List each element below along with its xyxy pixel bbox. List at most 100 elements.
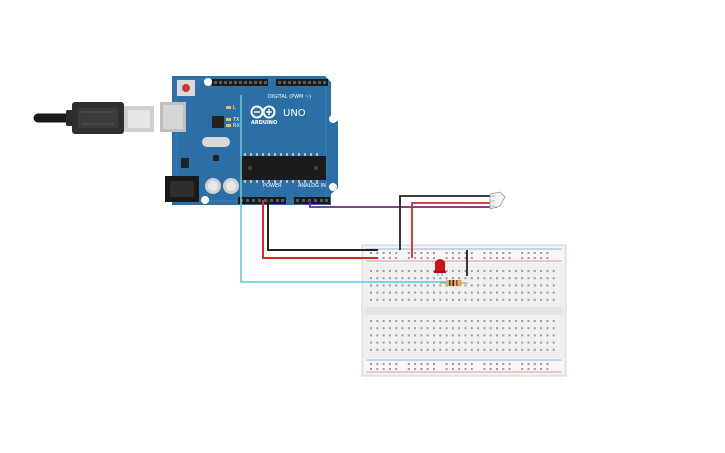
breadboard-hole[interactable] [489,327,492,330]
breadboard-hole[interactable] [533,368,536,370]
breadboard-hole[interactable] [533,257,536,259]
breadboard-hole[interactable] [407,291,410,294]
breadboard-hole[interactable] [420,320,423,322]
breadboard-hole[interactable] [426,257,429,259]
breadboard-hole[interactable] [451,277,454,280]
breadboard-hole[interactable] [483,334,486,337]
breadboard-hole[interactable] [433,320,435,322]
arduino-uno-board[interactable]: L TX RX DIGITAL (PWM ~) POWER ANALOG IN … [160,76,338,205]
breadboard-hole[interactable] [483,252,486,254]
breadboard-hole[interactable] [370,320,372,322]
breadboard-hole[interactable] [388,363,391,365]
breadboard-hole[interactable] [426,368,429,370]
breadboard-hole[interactable] [426,291,429,294]
breadboard-hole[interactable] [445,298,448,301]
breadboard-hole[interactable] [546,327,549,330]
breadboard-hole[interactable] [477,277,480,280]
breadboard-hole[interactable] [382,277,385,280]
breadboard-hole[interactable] [496,252,498,254]
breadboard-hole[interactable] [414,368,417,370]
breadboard-hole[interactable] [514,298,517,301]
breadboard-hole[interactable] [433,341,435,344]
breadboard-hole[interactable] [521,363,524,365]
breadboard-hole[interactable] [395,298,398,301]
breadboard-hole[interactable] [426,277,429,280]
breadboard-hole[interactable] [477,298,480,301]
breadboard-hole[interactable] [370,334,372,337]
breadboard-hole[interactable] [552,284,555,287]
breadboard-hole[interactable] [521,341,524,344]
breadboard-hole[interactable] [401,284,404,287]
breadboard-hole[interactable] [470,341,473,344]
breadboard-hole[interactable] [496,277,498,280]
breadboard-hole[interactable] [388,252,391,254]
breadboard-hole[interactable] [458,334,461,337]
breadboard-hole[interactable] [382,270,385,272]
breadboard-hole[interactable] [407,277,410,280]
breadboard-hole[interactable] [514,284,517,287]
breadboard-hole[interactable] [414,298,417,301]
breadboard-hole[interactable] [426,348,429,351]
breadboard-hole[interactable] [483,368,486,370]
breadboard-hole[interactable] [464,320,467,322]
breadboard-hole[interactable] [521,277,524,280]
breadboard-hole[interactable] [376,270,379,272]
breadboard-hole[interactable] [433,348,435,351]
breadboard-hole[interactable] [395,277,398,280]
breadboard-hole[interactable] [458,252,461,254]
breadboard-hole[interactable] [464,327,467,330]
breadboard-hole[interactable] [483,348,486,351]
breadboard-hole[interactable] [489,348,492,351]
breadboard-hole[interactable] [546,320,549,322]
breadboard-hole[interactable] [508,291,511,294]
breadboard-hole[interactable] [508,334,511,337]
breadboard-hole[interactable] [540,252,543,254]
breadboard-hole[interactable] [546,334,549,337]
breadboard-hole[interactable] [433,327,435,330]
breadboard-hole[interactable] [508,270,511,272]
breadboard-hole[interactable] [451,252,454,254]
breadboard-hole[interactable] [508,257,511,259]
breadboard-hole[interactable] [546,270,549,272]
breadboard-hole[interactable] [540,327,543,330]
breadboard-hole[interactable] [502,284,505,287]
breadboard-hole[interactable] [395,348,398,351]
breadboard-hole[interactable] [464,341,467,344]
breadboard-hole[interactable] [395,341,398,344]
breadboard-hole[interactable] [552,291,555,294]
breadboard-hole[interactable] [470,320,473,322]
breadboard-hole[interactable] [382,298,385,301]
breadboard-hole[interactable] [527,320,530,322]
breadboard-hole[interactable] [433,291,435,294]
breadboard-hole[interactable] [496,270,498,272]
breadboard-hole[interactable] [552,277,555,280]
breadboard-hole[interactable] [496,257,498,259]
breadboard-hole[interactable] [489,334,492,337]
breadboard-hole[interactable] [458,327,461,330]
breadboard-hole[interactable] [502,363,505,365]
breadboard-hole[interactable] [414,277,417,280]
breadboard-hole[interactable] [502,348,505,351]
breadboard-hole[interactable] [514,291,517,294]
wire-sensor-red[interactable] [411,202,494,258]
breadboard-hole[interactable] [477,334,480,337]
breadboard-hole[interactable] [395,363,398,365]
breadboard-hole[interactable] [521,327,524,330]
breadboard-hole[interactable] [533,327,536,330]
breadboard-hole[interactable] [420,270,423,272]
breadboard-hole[interactable] [540,298,543,301]
breadboard-hole[interactable] [521,334,524,337]
breadboard-hole[interactable] [464,298,467,301]
breadboard-hole[interactable] [527,277,530,280]
breadboard-hole[interactable] [521,284,524,287]
breadboard-hole[interactable] [496,327,498,330]
breadboard-hole[interactable] [388,368,391,370]
breadboard-hole[interactable] [370,284,372,287]
breadboard-hole[interactable] [502,291,505,294]
breadboard-hole[interactable] [508,363,511,365]
breadboard-hole[interactable] [496,320,498,322]
breadboard-hole[interactable] [483,277,486,280]
breadboard-hole[interactable] [420,363,423,365]
breadboard-hole[interactable] [540,368,543,370]
breadboard-hole[interactable] [470,368,473,370]
